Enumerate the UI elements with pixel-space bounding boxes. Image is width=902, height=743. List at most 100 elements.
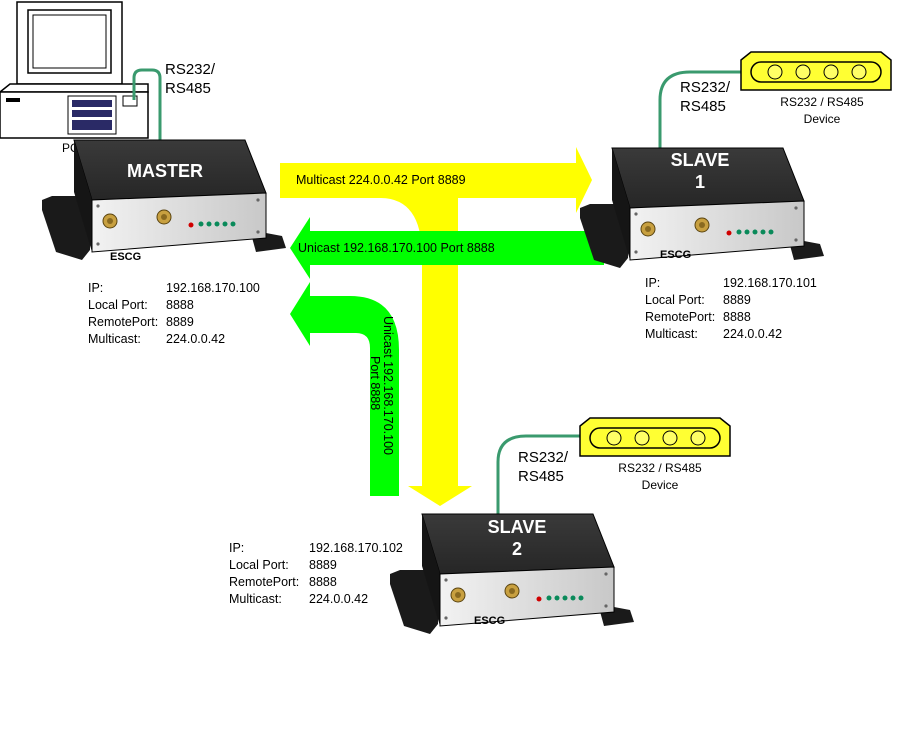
antenna-connector-core [455, 592, 461, 598]
master-brand: ESCG [110, 251, 141, 263]
multicast-arrow-label: Multicast 224.0.0.42 Port 8889 [296, 173, 466, 187]
slave1-info-row: IP:192.168.170.101 [645, 276, 817, 290]
mount-flange-left [42, 196, 90, 260]
unicast-master-arrow-label: Unicast 192.168.170.100 Port 8888 [298, 241, 495, 255]
slave1-info: IP:192.168.170.101 Local Port:8889 Remot… [645, 275, 817, 343]
led-indicator-icon [726, 230, 732, 236]
master-info-row: IP:192.168.170.100 [88, 281, 260, 295]
led-indicator-icon [198, 221, 204, 227]
slave1-device-label-line1: RS232 / RS485 [780, 95, 864, 109]
slave1-name-line2: 1 [695, 172, 705, 192]
box-side [612, 148, 630, 260]
antenna-connector-core [509, 588, 515, 594]
slave2-serial-label: RS232/ RS485 [518, 449, 569, 485]
unicast-master-arrow-shape [290, 217, 604, 279]
serial-device-icon [740, 51, 892, 91]
screw-icon [256, 230, 260, 234]
led-indicator-icon [760, 229, 766, 235]
unicast-master-arrow: Unicast 192.168.170.100 Port 8888 [290, 217, 604, 279]
mount-flange-left [390, 570, 438, 634]
slave1-info-row: Multicast:224.0.0.42 [645, 327, 783, 341]
screw-icon [604, 572, 608, 576]
antenna-connector-core [107, 218, 113, 224]
led-indicator-icon [752, 229, 758, 235]
serial-device-icon [579, 417, 731, 457]
screw-icon [444, 578, 448, 582]
slave2-info-row: Local Port:8889 [229, 558, 337, 572]
master-box [42, 139, 286, 260]
led-indicator-icon [554, 595, 560, 601]
led-indicator-icon [578, 595, 584, 601]
slave2-info-row: RemotePort:8888 [229, 575, 337, 589]
slave1-name-line1: SLAVE [671, 150, 730, 170]
svg-text:RS485: RS485 [680, 98, 726, 115]
slave1-serial-label: RS232/ RS485 [680, 79, 731, 115]
led-indicator-icon [744, 229, 750, 235]
led-indicator-icon [562, 595, 568, 601]
master-info: IP:192.168.170.100 Local Port:8888 Remot… [88, 280, 260, 348]
screw-icon [96, 204, 100, 208]
led-indicator-icon [188, 222, 194, 228]
master-cable [132, 68, 162, 144]
slave2-box [390, 513, 634, 634]
svg-text:RS485: RS485 [165, 80, 211, 97]
screw-icon [634, 250, 638, 254]
led-indicator-icon [546, 595, 552, 601]
slave1-info-row: RemotePort:8888 [645, 310, 751, 324]
box-front [629, 200, 805, 261]
svg-text:RS232/: RS232/ [165, 61, 216, 78]
master-info-row: Local Port:8888 [88, 298, 194, 312]
screw-icon [96, 242, 100, 246]
led-indicator-icon [768, 229, 774, 235]
master-serial-label: RS232/ RS485 [165, 61, 216, 97]
slave2-device-label-line2: Device [642, 478, 679, 492]
slave2-info-row: Multicast:224.0.0.42 [229, 592, 369, 606]
svg-text:RS232/: RS232/ [680, 79, 731, 96]
computer-icon: PC [0, 1, 149, 155]
master-info-row: Multicast:224.0.0.42 [88, 332, 226, 346]
svg-text:RS485: RS485 [518, 468, 564, 485]
mount-flange-left [580, 204, 628, 268]
screw-icon [256, 198, 260, 202]
antenna-connector-core [161, 214, 167, 220]
multicast-arrow-shape [280, 147, 592, 506]
slave2-info-row: IP:192.168.170.102 [229, 541, 403, 555]
svg-text:RS232/: RS232/ [518, 449, 569, 466]
screw-icon [604, 604, 608, 608]
master-info-row: RemotePort:8889 [88, 315, 194, 329]
box-side [422, 514, 440, 626]
unicast-slave2-arrow-label-line1: Unicast 192.168.170.100 [381, 316, 395, 455]
master-name: MASTER [127, 161, 203, 181]
slave1-device-label-line2: Device [804, 112, 841, 126]
screw-icon [444, 616, 448, 620]
unicast-slave2-arrow-shape [290, 282, 399, 496]
unicast-slave2-arrow: Unicast 192.168.170.100 Port 8888 [290, 282, 399, 496]
led-indicator-icon [214, 221, 220, 227]
box-side [74, 140, 92, 252]
led-indicator-icon [570, 595, 576, 601]
screw-icon [634, 212, 638, 216]
slave2-name-line1: SLAVE [488, 517, 547, 537]
box-front [91, 192, 267, 253]
box-front [439, 566, 615, 627]
slave2-cable [496, 434, 584, 516]
led-indicator-icon [206, 221, 212, 227]
antenna-connector-core [645, 226, 651, 232]
screw-icon [794, 206, 798, 210]
led-indicator-icon [736, 229, 742, 235]
led-indicator-icon [230, 221, 236, 227]
slave1-cable [658, 70, 745, 148]
antenna-connector-core [699, 222, 705, 228]
slave2-device-label-line1: RS232 / RS485 [618, 461, 702, 475]
slave1-info-row: Local Port:8889 [645, 293, 751, 307]
led-indicator-icon [536, 596, 542, 602]
led-indicator-icon [222, 221, 228, 227]
slave2-name-line2: 2 [512, 539, 522, 559]
screw-icon [794, 238, 798, 242]
unicast-slave2-arrow-label-line2: Port 8888 [368, 356, 382, 410]
slave2-brand: ESCG [474, 615, 505, 627]
slave1-box [580, 147, 824, 268]
multicast-arrow: Multicast 224.0.0.42 Port 8889 [280, 147, 592, 506]
slave2-info: IP:192.168.170.102 Local Port:8889 Remot… [229, 540, 403, 608]
